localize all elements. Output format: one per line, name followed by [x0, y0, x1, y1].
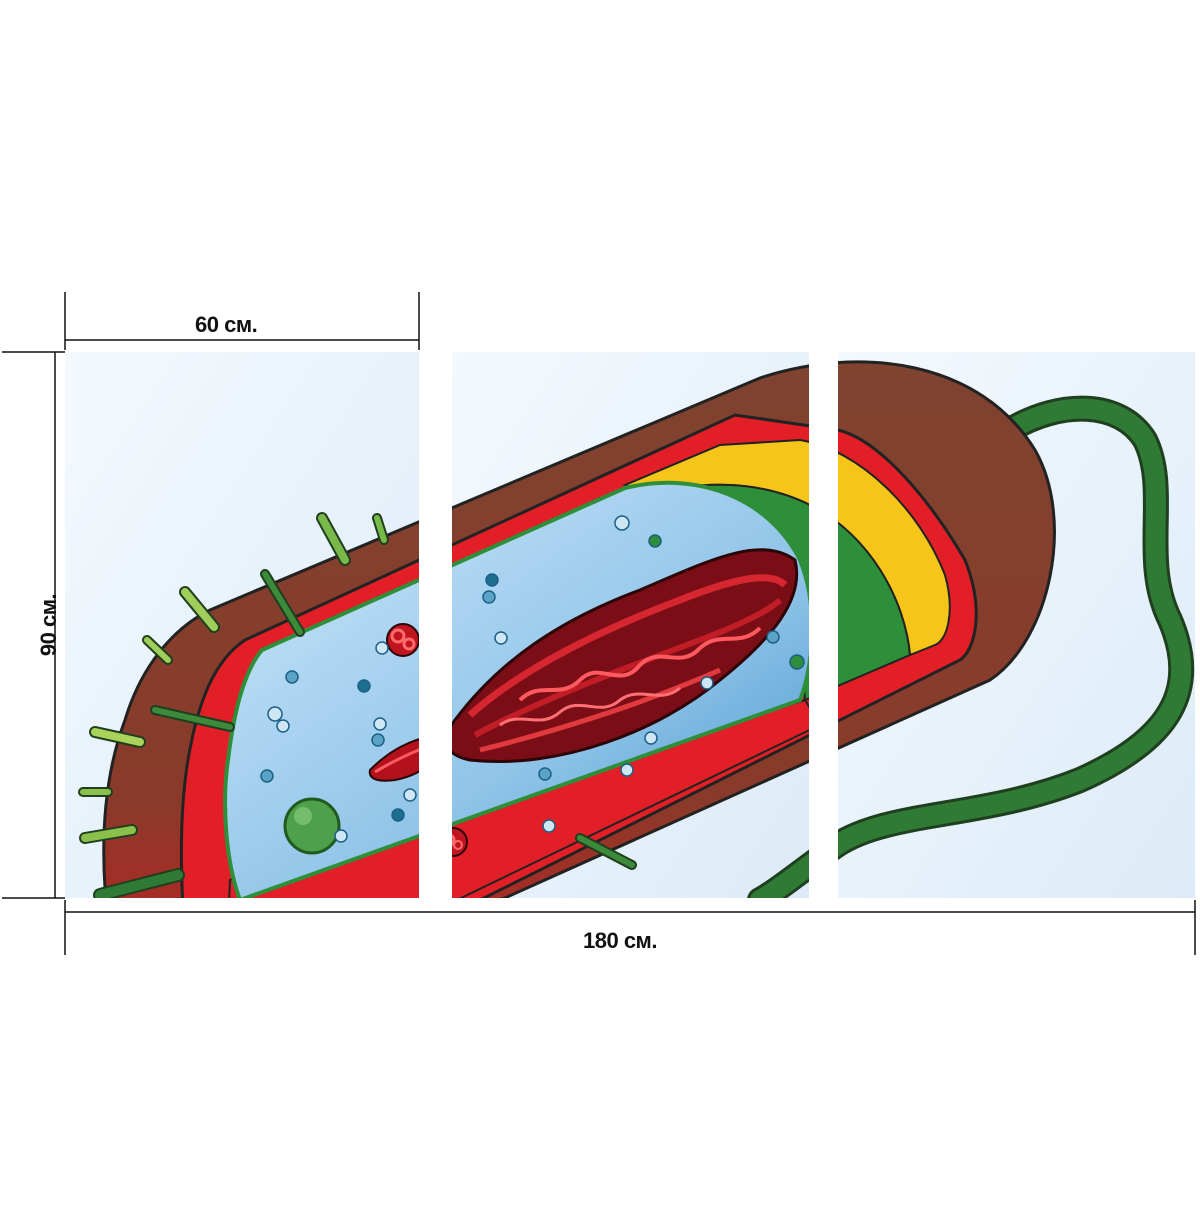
ribosomes	[260, 515, 805, 843]
height-label: 90 см.	[36, 593, 61, 657]
panel-width-label: 60 см.	[195, 312, 258, 337]
dimension-lines	[2, 292, 1196, 955]
storage-granule	[283, 797, 341, 855]
nucleoid-dna	[368, 548, 799, 782]
total-width-label: 180 см.	[583, 928, 657, 953]
pili	[78, 512, 637, 898]
